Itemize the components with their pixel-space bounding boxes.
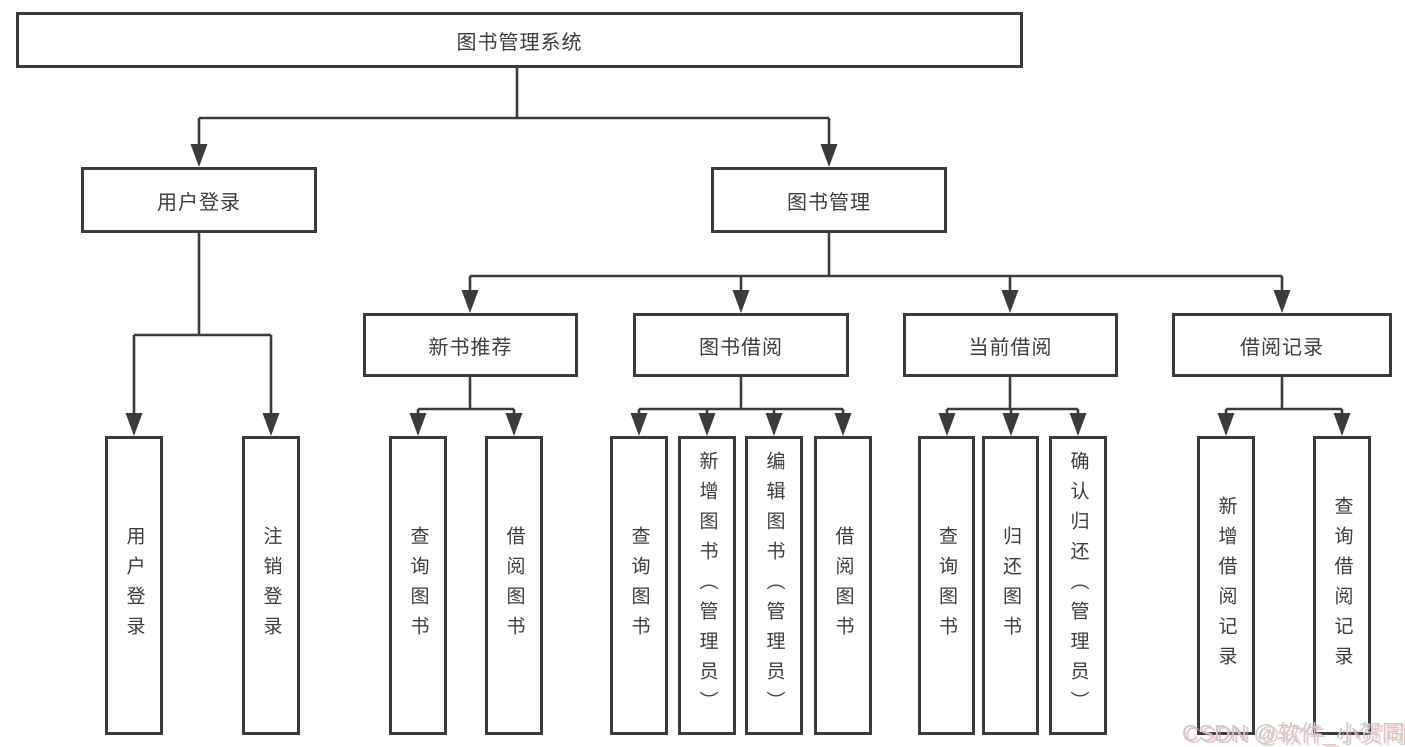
arrowheads (125, 144, 1351, 436)
node-label: 借阅图书 (503, 525, 525, 646)
leaf-logout-login: 注销登录 (242, 436, 300, 735)
leaf-borrow-books-recommend: 借阅图书 (485, 436, 543, 735)
node-label: 归还图书 (1000, 525, 1021, 646)
node-label: 借阅图书 (832, 525, 854, 646)
leaf-confirm-return-admin: 确认归还（管理员） (1049, 436, 1107, 735)
node-label: 用户登录 (123, 525, 145, 646)
node-book-borrowing: 图书借阅 (633, 313, 849, 377)
node-label: 查询图书 (936, 525, 957, 646)
leaf-user-login: 用户登录 (105, 436, 163, 735)
node-user-login: 用户登录 (81, 167, 317, 233)
node-label: 查询借阅记录 (1331, 495, 1353, 676)
node-label: 查询图书 (407, 525, 429, 646)
node-current-borrowing: 当前借阅 (903, 313, 1118, 377)
leaf-edit-books-admin: 编辑图书（管理员） (745, 436, 803, 735)
leaf-add-borrowing-record: 新增借阅记录 (1197, 436, 1255, 735)
leaf-query-books-current: 查询图书 (918, 436, 975, 735)
node-book-management: 图书管理 (711, 167, 947, 233)
node-label: 新增借阅记录 (1215, 495, 1237, 676)
node-label: 图书管理 (787, 191, 871, 214)
node-label: 注销登录 (260, 525, 282, 646)
node-label: 查询图书 (628, 525, 650, 646)
leaf-borrow-books: 借阅图书 (814, 436, 872, 735)
node-new-book-recommend: 新书推荐 (363, 313, 578, 377)
node-borrowing-records: 借阅记录 (1172, 313, 1392, 377)
node-label: 借阅记录 (1240, 336, 1324, 359)
node-label: 新增图书（管理员） (696, 450, 718, 721)
node-label: 用户登录 (157, 191, 241, 214)
node-label: 编辑图书（管理员） (763, 450, 785, 721)
node-label: 图书管理系统 (456, 31, 583, 54)
leaf-query-borrowing-record: 查询借阅记录 (1313, 436, 1371, 735)
leaf-return-books: 归还图书 (982, 436, 1039, 735)
leaf-query-books-recommend: 查询图书 (389, 436, 447, 735)
leaf-query-books-borrowing: 查询图书 (610, 436, 668, 735)
csdn-watermark: CSDN @软件_小贺同学 (1182, 720, 1405, 746)
leaf-add-books-admin: 新增图书（管理员） (678, 436, 736, 735)
node-label: 新书推荐 (428, 336, 513, 359)
node-label: 当前借阅 (968, 336, 1053, 359)
node-label: 确认归还（管理员） (1067, 450, 1089, 721)
node-label: 图书借阅 (699, 336, 783, 359)
node-library-management-system: 图书管理系统 (16, 12, 1023, 68)
